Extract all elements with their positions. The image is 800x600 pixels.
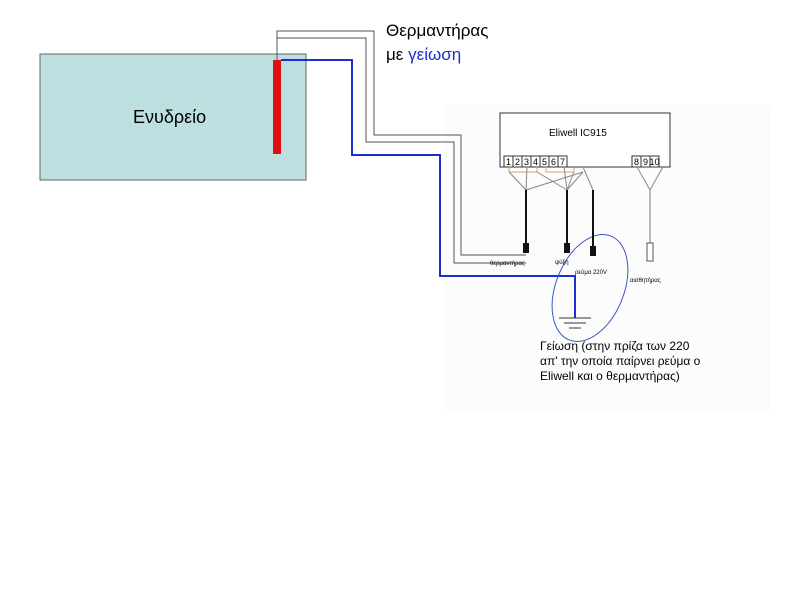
controller-internal-wires	[508, 166, 664, 191]
cable-label-sensor: αισθητήρας	[630, 277, 661, 284]
ground-note-line2: απ' την οποία παίρνει ρεύμα ο	[540, 354, 701, 368]
cable-label-power: ρεύμα 220V	[575, 270, 607, 276]
ground-wire	[281, 59, 576, 318]
ground-note-line3: Eliwell και ο θερμαντήρας)	[540, 369, 680, 383]
aquarium-label: Ενυδρείο	[133, 107, 206, 127]
aquarium-tank	[39, 53, 307, 181]
heater-cable-inner	[276, 37, 526, 264]
terminal-label: 8	[634, 157, 639, 167]
terminal-label: 10	[649, 157, 659, 167]
terminal-label: 2	[515, 157, 520, 167]
heater-caption-line1: Θερμαντήρας	[386, 21, 488, 40]
terminal-label: 4	[533, 157, 538, 167]
terminal-label: 7	[560, 157, 565, 167]
terminal-5: 5	[539, 155, 550, 168]
terminal-label: 3	[524, 157, 529, 167]
terminal-label: 1	[506, 157, 511, 167]
terminal-label: 6	[551, 157, 556, 167]
heater-caption-highlight: γείωση	[408, 45, 461, 64]
heater-element	[273, 60, 281, 154]
terminal-10: 10	[649, 155, 660, 168]
cable-label-heater: θερμαντήρας	[490, 260, 525, 267]
cable-label-cooling: ψύξη	[555, 260, 569, 266]
terminal-label: 9	[643, 157, 648, 167]
controller-name: Eliwell IC915	[549, 128, 607, 139]
jumpers	[508, 167, 575, 173]
terminal-3: 3	[521, 155, 532, 168]
terminal-6: 6	[548, 155, 559, 168]
terminal-1: 1	[503, 155, 514, 168]
ground-note-line1: Γείωση (στην πρίζα των 220	[540, 339, 690, 353]
heater-caption-line2: με γείωση	[386, 45, 461, 64]
terminal-7: 7	[557, 155, 568, 168]
ground-symbol	[559, 317, 591, 329]
heater-caption-prefix: με	[386, 45, 408, 64]
terminal-label: 5	[542, 157, 547, 167]
terminal-8: 8	[631, 155, 642, 168]
controller-cables	[523, 190, 654, 262]
terminal-2: 2	[512, 155, 523, 168]
terminal-4: 4	[530, 155, 541, 168]
heater-cable-outer	[276, 30, 526, 256]
ground-highlight-ellipse	[551, 234, 629, 342]
